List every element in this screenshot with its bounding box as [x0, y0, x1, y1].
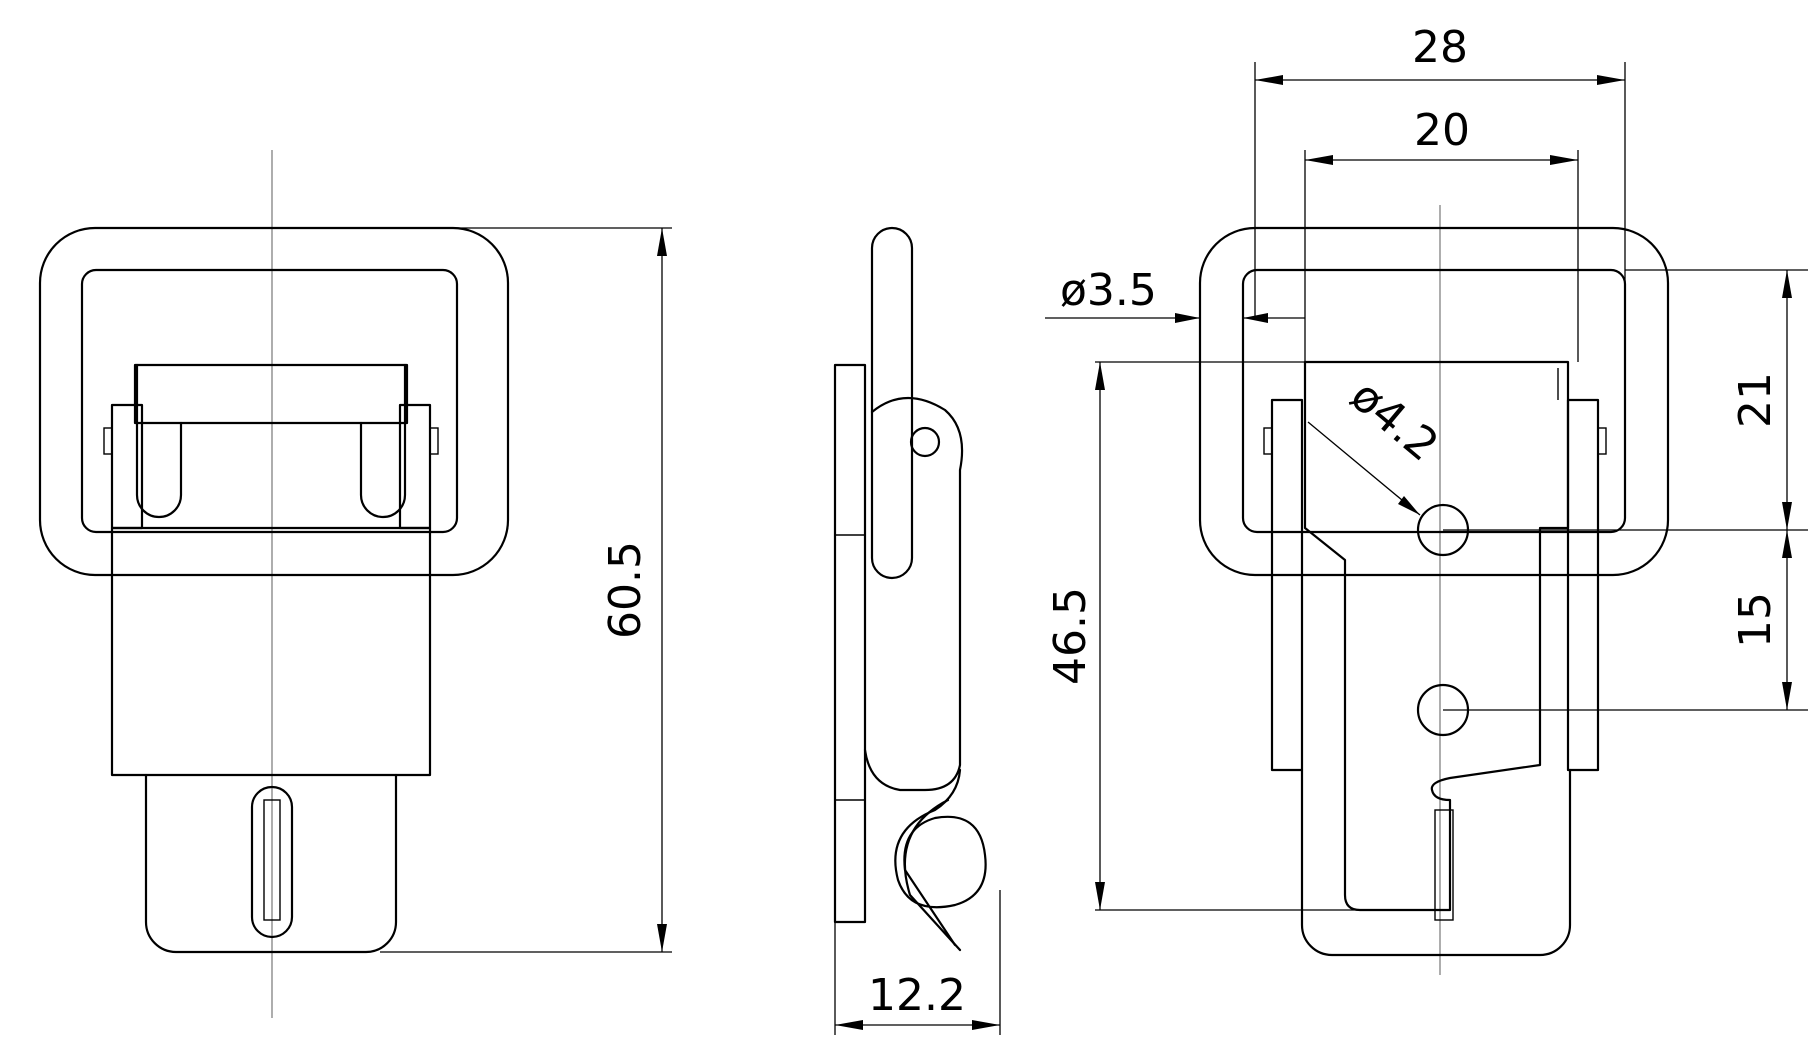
dim-46-5-arrow-top — [1095, 362, 1105, 390]
dim-3-5-arrow-outer — [1175, 313, 1200, 323]
top-view — [1198, 205, 1670, 975]
dim-4-2-label: ø4.2 — [1341, 370, 1448, 471]
dim-21-arrow-bottom — [1782, 502, 1792, 530]
top-lower-tongue — [1300, 768, 1572, 957]
side-base-plate — [833, 363, 867, 924]
top-lever-body — [1303, 360, 1570, 912]
top-ring-inner — [1241, 268, 1627, 534]
front-body-plate — [110, 526, 432, 777]
side-lever — [863, 396, 964, 792]
dim-15-arrow-bottom — [1782, 682, 1792, 710]
dim-15-label: 15 — [1730, 592, 1781, 648]
front-hinge-pin-right — [429, 427, 439, 455]
front-knuckle-left — [135, 363, 183, 519]
front-ring-inner — [80, 268, 459, 534]
dim-3-5-label: ø3.5 — [1060, 265, 1157, 316]
dim-4-2-arrow — [1398, 496, 1420, 515]
dim-20-arrow-left — [1305, 155, 1333, 165]
dim-21-arrow-top — [1782, 270, 1792, 298]
dimension-lines — [380, 62, 1808, 1035]
front-slot — [250, 785, 294, 939]
dim-20-label: 20 — [1414, 105, 1470, 156]
dim-12-2-arrow-left — [835, 1020, 863, 1030]
front-slot-inner — [263, 799, 281, 921]
dim-28-label: 28 — [1412, 22, 1468, 73]
dim-46-5-arrow-bottom — [1095, 882, 1105, 910]
dim-12-2-arrow-right — [972, 1020, 1000, 1030]
side-spring-hook-inner — [903, 798, 962, 952]
front-hinge-pin-left — [103, 427, 113, 455]
dim-28-arrow-right — [1597, 75, 1625, 85]
dim-60-5-arrow-top — [657, 228, 667, 256]
dim-3-5-arrow-inner — [1243, 313, 1268, 323]
top-hinge-pin-right — [1597, 427, 1607, 455]
top-ring-outer — [1198, 226, 1670, 577]
front-ring-outer — [38, 226, 510, 577]
dim-4-2-leader — [1307, 421, 1421, 516]
top-hinge-tab-left — [1270, 398, 1304, 772]
top-hinge-tab-right — [1566, 398, 1600, 772]
dimension-labels: 28 20 ø3.5 ø4.2 21 15 46.5 60.5 12.2 — [600, 22, 1781, 1021]
dim-60-5-arrow-bottom — [657, 924, 667, 952]
dim-28-arrow-left — [1255, 75, 1283, 85]
front-hinge-bar — [133, 363, 409, 425]
dim-15-arrow-top — [1782, 530, 1792, 558]
side-ring — [870, 226, 914, 580]
front-knuckle-right — [359, 363, 407, 519]
side-view — [833, 226, 987, 952]
dim-12-2-label: 12.2 — [868, 970, 966, 1021]
top-latch-slot — [1434, 809, 1454, 921]
dim-60-5-label: 60.5 — [600, 541, 651, 639]
side-pivot-circle — [909, 426, 941, 458]
dim-46-5-label: 46.5 — [1045, 587, 1096, 685]
dim-20-arrow-right — [1550, 155, 1578, 165]
front-lower-tongue — [144, 773, 398, 954]
side-spring-hook — [894, 768, 987, 947]
front-view — [38, 150, 510, 1018]
top-hinge-pin-left — [1263, 427, 1273, 455]
dim-21-label: 21 — [1730, 372, 1781, 428]
